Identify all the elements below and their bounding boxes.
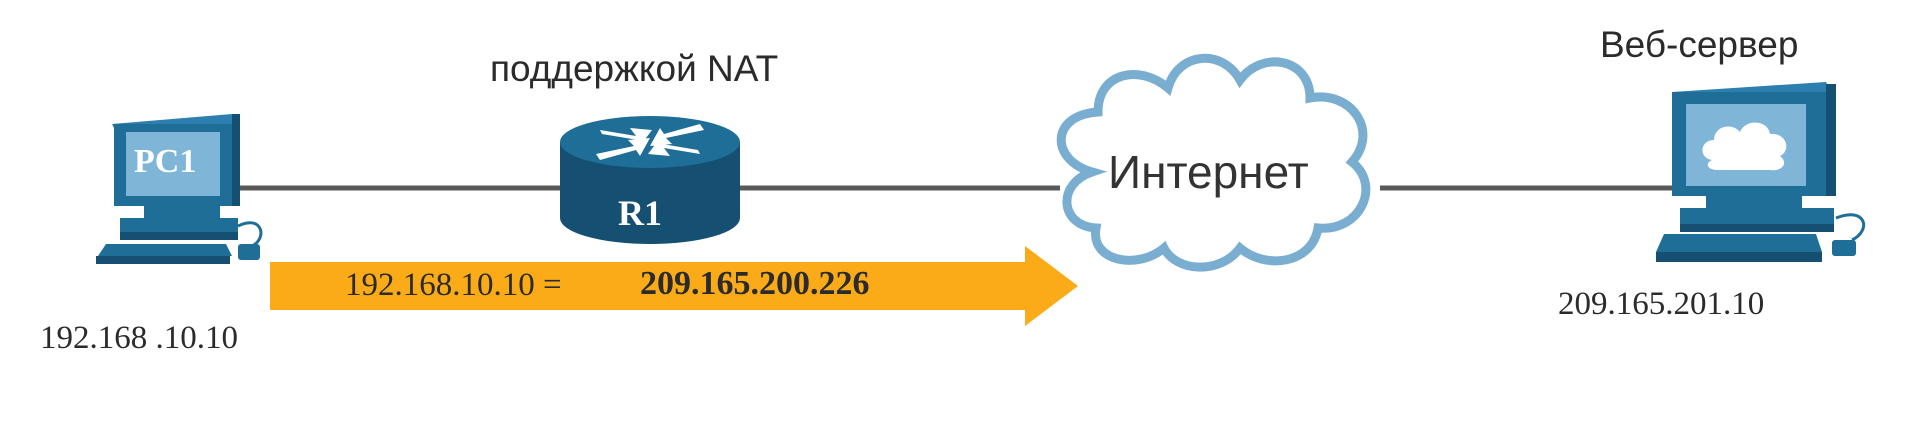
internet-label: Интернет: [1108, 146, 1309, 198]
router-name-label: R1: [618, 193, 662, 233]
inside-local-address: 192.168.10.10 =: [345, 267, 562, 303]
cloud-icon: [1056, 53, 1371, 272]
router-icon: [560, 116, 740, 244]
pc-name-label: PC1: [134, 143, 197, 180]
inside-global-address: 209.165.200.226: [640, 265, 870, 302]
web-server-caption: Веб-сервер: [1600, 24, 1799, 65]
pc-ip-address: 192.168 .10.10: [40, 320, 238, 356]
nat-translation-arrow: [270, 246, 1078, 326]
server-ip-address: 209.165.201.10: [1558, 286, 1765, 322]
web-server-icon: [1656, 82, 1865, 262]
pc-icon: [96, 114, 263, 264]
router-caption: поддержкой NAT: [490, 48, 779, 89]
